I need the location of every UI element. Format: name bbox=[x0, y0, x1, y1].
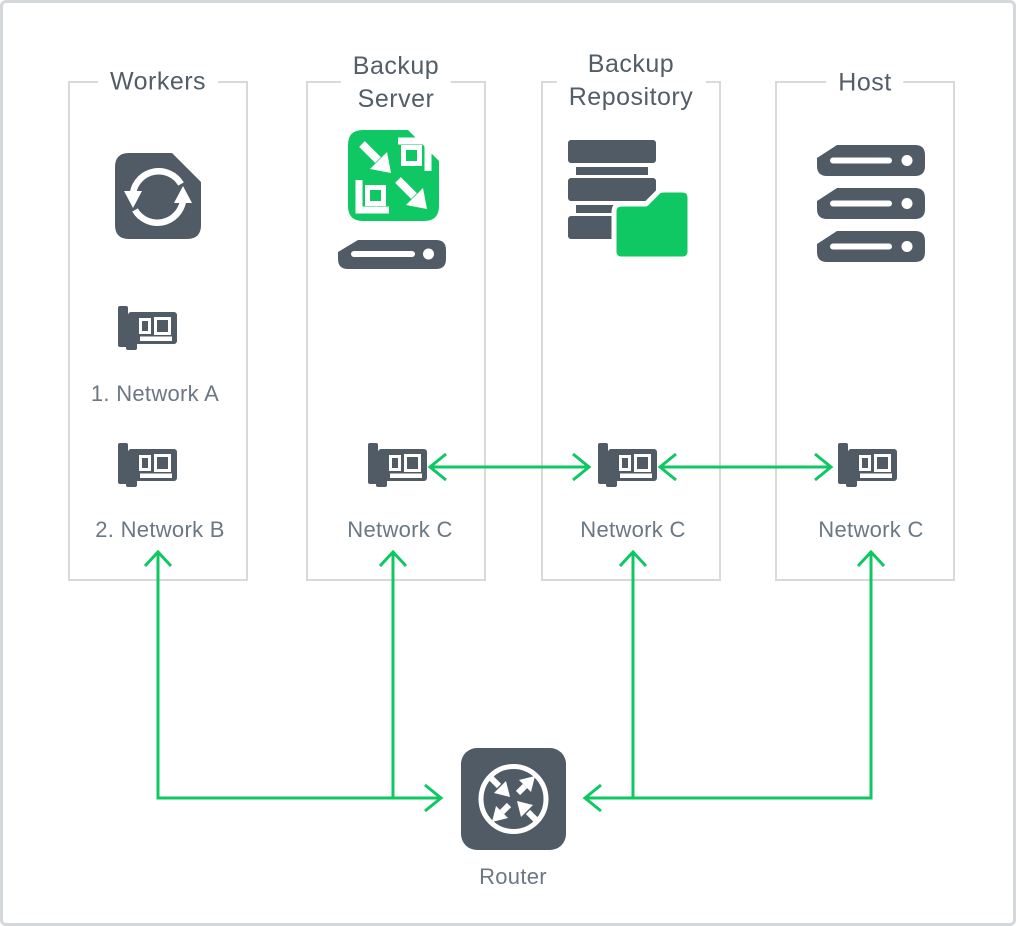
arrowhead-into-router-left bbox=[424, 783, 444, 813]
network-adapter-icon bbox=[118, 443, 177, 487]
arrowhead-into-router-right bbox=[582, 783, 602, 813]
backup-server-icon bbox=[348, 130, 439, 221]
sync-job-icon bbox=[115, 153, 201, 239]
router-icon bbox=[461, 748, 566, 850]
network-adapter-icon bbox=[368, 443, 427, 487]
host-title: Host bbox=[826, 66, 904, 100]
arrow-host-to-router bbox=[587, 554, 873, 800]
server-unit-icon bbox=[338, 240, 446, 269]
network-adapter-icon bbox=[118, 306, 177, 350]
backup-repository-title: Backup Repository bbox=[556, 48, 706, 114]
workers-network-b-label: 2. Network B bbox=[95, 517, 225, 542]
backup-server-network-c-label: Network C bbox=[347, 517, 453, 542]
network-adapter-icon bbox=[838, 443, 897, 487]
router-label: Router bbox=[479, 864, 547, 889]
server-stack-icon bbox=[817, 145, 925, 262]
host-network-c-label: Network C bbox=[818, 517, 924, 542]
workers-network-a-label: 1. Network A bbox=[90, 381, 220, 406]
backup-repository-network-c-label: Network C bbox=[580, 517, 686, 542]
backup-repository-icon bbox=[568, 140, 690, 260]
arrow-workers-to-router bbox=[156, 554, 439, 800]
workers-title: Workers bbox=[97, 65, 219, 99]
backup-server-title: Backup Server bbox=[340, 50, 452, 116]
folder-icon bbox=[611, 187, 690, 260]
network-adapter-icon bbox=[598, 443, 657, 487]
